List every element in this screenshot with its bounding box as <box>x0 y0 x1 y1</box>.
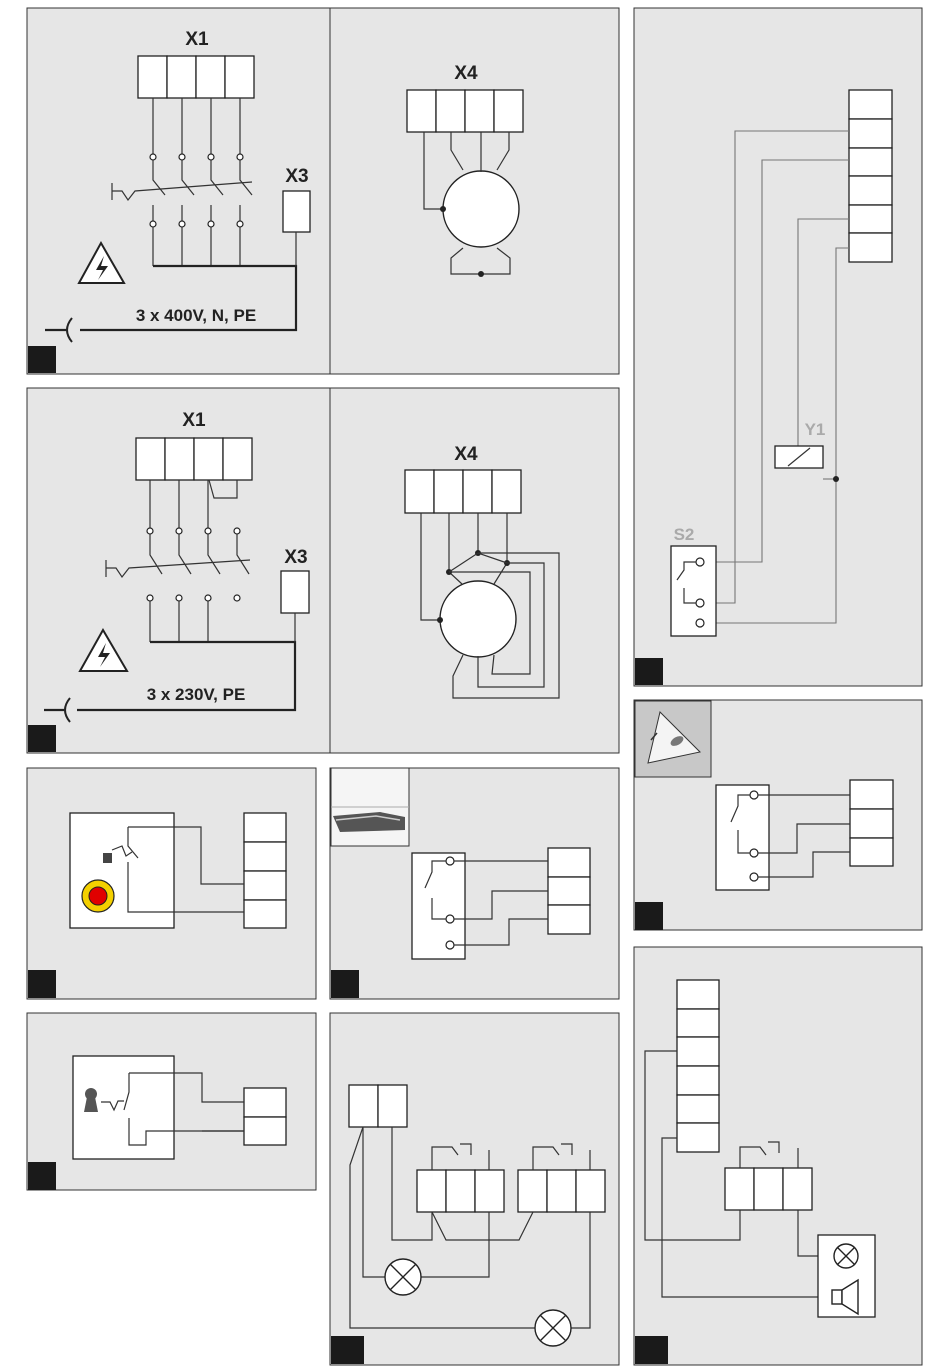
x3-label: X3 <box>285 166 308 187</box>
x4-label-230v: X4 <box>454 444 478 465</box>
panel-lamp-horn <box>634 947 922 1365</box>
terminal-block-estop <box>244 813 286 928</box>
panel-pull-switch <box>634 700 922 930</box>
terminal-block-small <box>349 1085 407 1127</box>
panel-x4-motor-230v: X4 <box>330 388 619 753</box>
supply-label-230v: 3 x 230V, PE <box>147 685 246 704</box>
light-barrier-icon <box>331 768 409 846</box>
supply-label-400v: 3 x 400V, N, PE <box>136 306 256 325</box>
x3-label-230v: X3 <box>284 547 307 568</box>
lamp-icon <box>535 1310 571 1346</box>
x3-terminal <box>283 191 310 232</box>
panel-light-barrier <box>330 768 619 999</box>
x1-terminal-block-230v <box>136 438 252 480</box>
step-marker <box>28 346 56 373</box>
x4-terminal-block <box>407 90 523 132</box>
x1-terminal-block <box>138 56 254 98</box>
lamp-icon <box>834 1244 858 1268</box>
s2-label: S2 <box>674 525 695 544</box>
y1-label: Y1 <box>805 420 826 439</box>
x4-terminal-block-230v <box>405 470 521 513</box>
step-marker <box>331 970 359 998</box>
step-marker <box>635 902 663 930</box>
lamp-icon <box>385 1259 421 1295</box>
terminal-block-key <box>244 1088 286 1145</box>
terminal-block-barrier <box>548 848 590 934</box>
panel-s2-y1: Y1 S2 <box>634 8 922 686</box>
step-marker <box>28 970 56 998</box>
panel-key-switch <box>27 1013 316 1190</box>
motor-symbol <box>443 171 519 247</box>
step-marker <box>28 1162 56 1190</box>
panel-x1-230v: X1 X3 3 x 230V, PE <box>27 388 330 753</box>
x4-label: X4 <box>454 63 478 84</box>
terminal-strip-bottom <box>677 980 719 1152</box>
s2-switch <box>671 546 716 636</box>
step-marker <box>28 725 56 752</box>
step-marker <box>635 658 663 685</box>
x1-label: X1 <box>185 29 209 50</box>
terminal-strip-right <box>849 90 892 262</box>
panel-emergency-stop <box>27 768 316 999</box>
y1-coil-symbol <box>775 446 823 468</box>
panel-x1-400v: X1 X3 3 x 400V, N, <box>27 8 330 374</box>
x3-terminal-230v <box>281 571 309 613</box>
x1-label-230v: X1 <box>182 410 206 431</box>
pull-switch-icon <box>635 701 711 777</box>
panel-lamps <box>330 1013 619 1365</box>
terminal-block-pull <box>850 780 893 866</box>
motor-symbol <box>440 581 516 657</box>
panel-x4-motor-400v: X4 <box>330 8 619 374</box>
step-marker <box>331 1336 364 1364</box>
step-marker <box>635 1336 668 1364</box>
